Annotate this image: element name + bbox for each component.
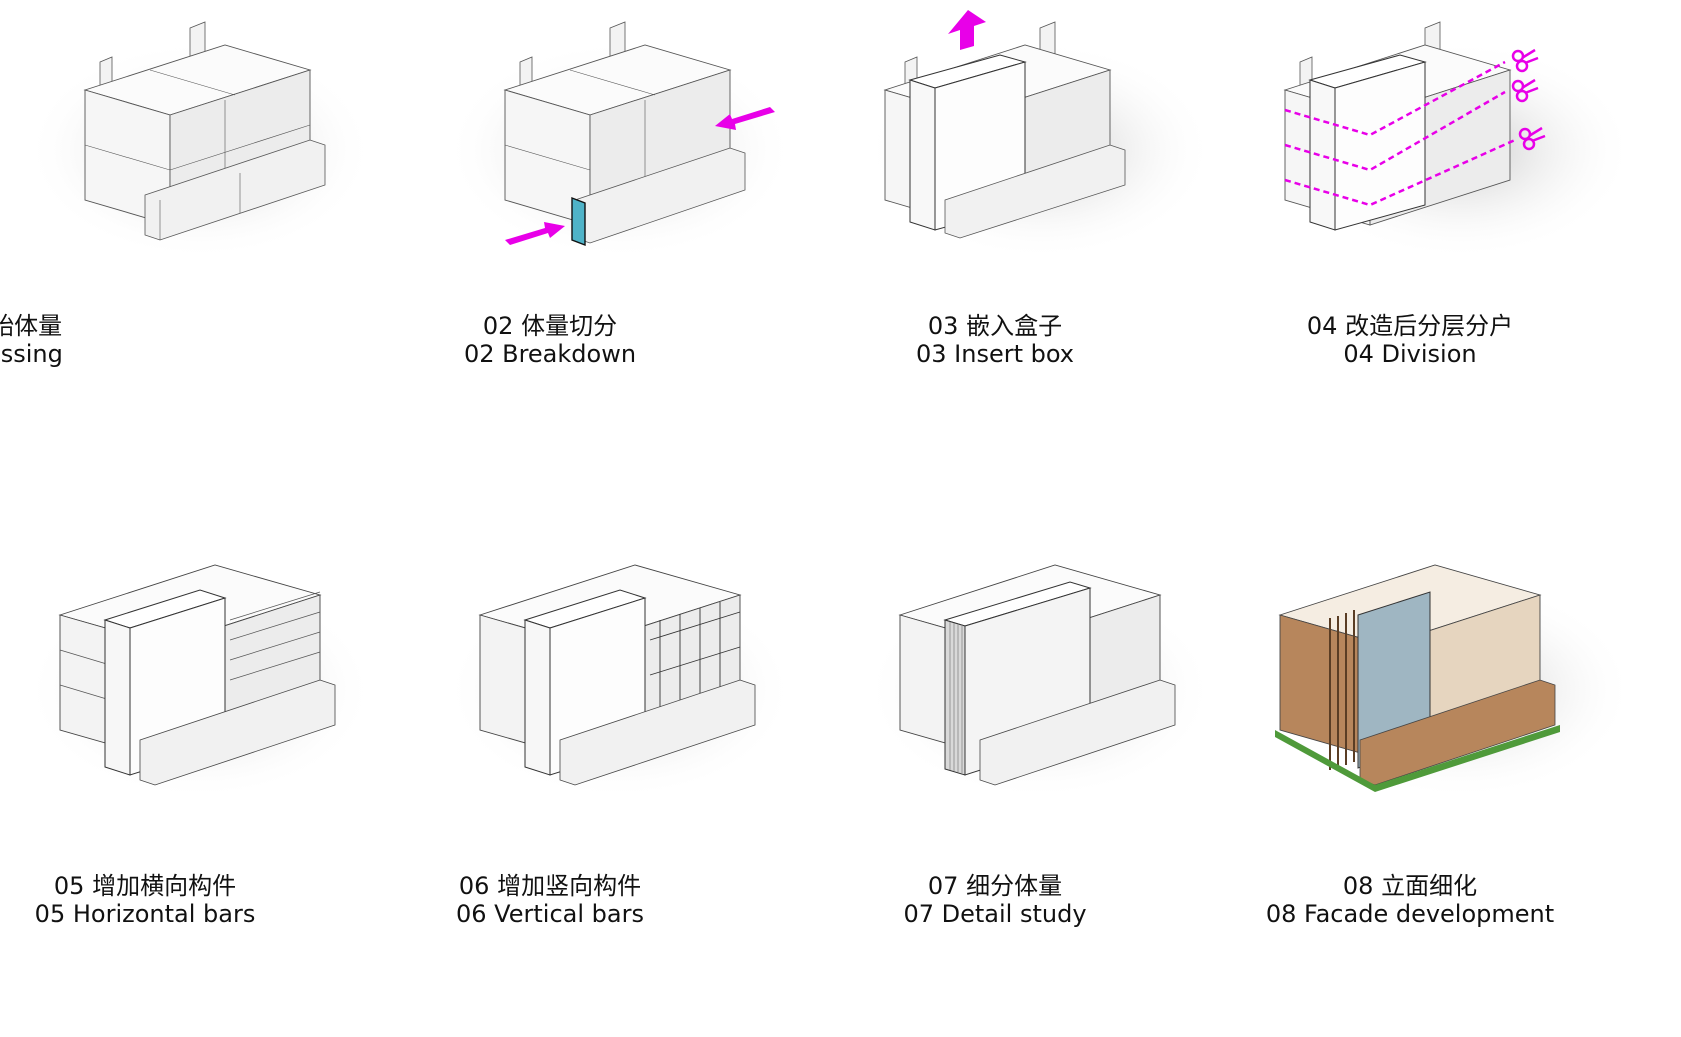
step-04-caption: 04 改造后分层分户 04 Division <box>1200 312 1620 368</box>
step-08-facade-development-diagram <box>1275 564 1635 800</box>
step-04-division-diagram <box>1283 21 1635 260</box>
step-08: 08 立面细化 08 Facade development <box>1260 560 1680 1037</box>
process-diagram-grid: 01 原始体量 01 Massing 02 体量切分 02 Breakdown <box>0 0 1680 928</box>
step-03-label-en: 03 Insert box <box>915 340 1074 368</box>
step-05: 05 增加横向构件 05 Horizontal bars <box>0 560 420 1037</box>
step-01-massing-diagram <box>25 21 375 260</box>
step-03: 03 嵌入盒子 03 Insert box <box>840 0 1260 477</box>
step-01: 01 原始体量 01 Massing <box>0 0 420 477</box>
step-01-caption: 01 原始体量 01 Massing <box>0 312 205 368</box>
cut-arrow-left <box>505 222 565 245</box>
cut-arrow-right <box>715 107 775 130</box>
step-04-label-en: 04 Division <box>1343 340 1477 368</box>
step-06-label-en: 06 Vertical bars <box>456 900 644 928</box>
step-06-caption: 06 增加竖向构件 06 Vertical bars <box>340 872 760 928</box>
step-05-label-en: 05 Horizontal bars <box>34 900 256 928</box>
scissors-icon <box>1511 48 1546 151</box>
step-07-label-en: 07 Detail study <box>903 900 1087 928</box>
step-06-label-zh: 06 增加竖向构件 <box>458 872 642 900</box>
step-08-label-en: 08 Facade development <box>1265 900 1555 928</box>
step-05-caption: 05 增加横向构件 05 Horizontal bars <box>0 872 355 928</box>
step-06-vertical-bars-diagram <box>445 564 795 800</box>
step-04-label-zh: 04 改造后分层分户 <box>1306 312 1514 340</box>
step-01-label-en: 01 Massing <box>0 340 63 368</box>
glass-slice <box>571 196 586 247</box>
step-02: 02 体量切分 02 Breakdown <box>420 0 840 477</box>
step-07: 07 细分体量 07 Detail study <box>840 560 1260 1037</box>
step-07-detail-study-diagram <box>865 564 1215 800</box>
step-02-caption: 02 体量切分 02 Breakdown <box>340 312 760 368</box>
step-02-label-en: 02 Breakdown <box>463 340 637 368</box>
step-03-caption: 03 嵌入盒子 03 Insert box <box>785 312 1205 368</box>
step-04: 04 改造后分层分户 04 Division <box>1260 0 1680 477</box>
step-03-insert-box-diagram <box>865 10 1215 260</box>
insert-up-arrow <box>948 10 986 50</box>
step-02-breakdown-diagram <box>445 21 795 260</box>
step-05-horizontal-bars-diagram <box>25 564 375 800</box>
step-07-label-zh: 07 细分体量 <box>927 872 1063 900</box>
step-05-label-zh: 05 增加横向构件 <box>53 872 237 900</box>
step-02-label-zh: 02 体量切分 <box>482 312 618 340</box>
step-06: 06 增加竖向构件 06 Vertical bars <box>420 560 840 1037</box>
step-01-label-zh: 01 原始体量 <box>0 312 63 340</box>
step-03-label-zh: 03 嵌入盒子 <box>927 312 1063 340</box>
step-08-label-zh: 08 立面细化 <box>1342 872 1478 900</box>
step-08-caption: 08 立面细化 08 Facade development <box>1200 872 1620 928</box>
step-07-caption: 07 细分体量 07 Detail study <box>785 872 1205 928</box>
